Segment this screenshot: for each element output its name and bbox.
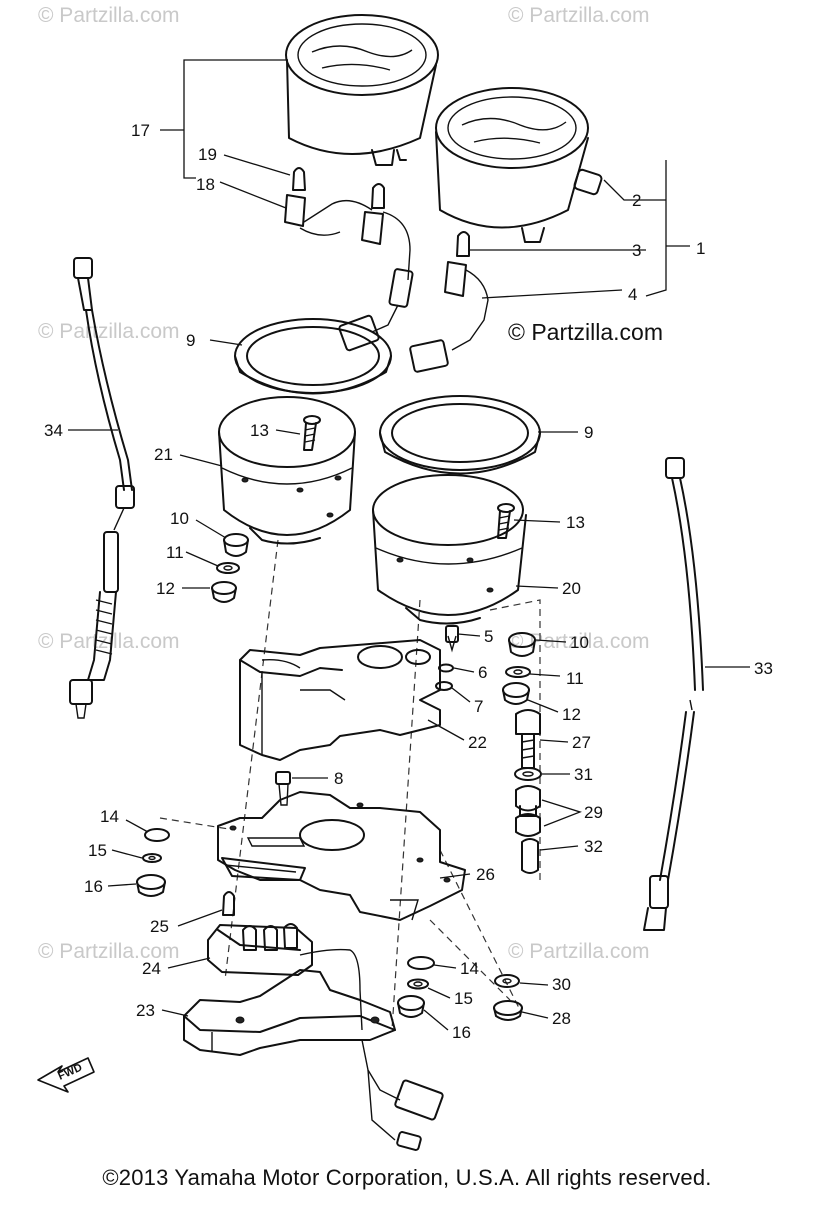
gauge-case-left bbox=[218, 396, 356, 545]
callout-9: 9 bbox=[186, 331, 195, 350]
meter-base-plate bbox=[217, 791, 466, 921]
callout-31: 31 bbox=[574, 765, 593, 784]
callout-24: 24 bbox=[142, 959, 161, 978]
callout-10: 10 bbox=[170, 509, 189, 528]
grommet-stack-lower-left bbox=[136, 828, 170, 897]
grommet-stack-lower-right bbox=[397, 956, 523, 1021]
callout-7: 7 bbox=[474, 697, 483, 716]
callout-numbers: 17 19 18 2 3 1 4 9 34 13 21 9 10 13 11 1… bbox=[44, 121, 773, 1042]
meter-lower-cover bbox=[183, 969, 444, 1151]
screws-13 bbox=[303, 415, 515, 539]
copyright-notice: ©2013 Yamaha Motor Corporation, U.S.A. A… bbox=[102, 1165, 712, 1190]
callout-12: 12 bbox=[156, 579, 175, 598]
callout-34: 34 bbox=[44, 421, 63, 440]
meter-bracket-upper bbox=[239, 639, 441, 761]
callout-23: 23 bbox=[136, 1001, 155, 1020]
callout-5: 5 bbox=[484, 627, 493, 646]
callout-27: 27 bbox=[572, 733, 591, 752]
callout-13: 13 bbox=[566, 513, 585, 532]
callout-32: 32 bbox=[584, 837, 603, 856]
watermark-text: © Partzilla.com bbox=[508, 630, 650, 653]
callout-1: 1 bbox=[696, 239, 705, 258]
callout-12: 12 bbox=[562, 705, 581, 724]
callout-29: 29 bbox=[584, 803, 603, 822]
callout-8: 8 bbox=[334, 769, 343, 788]
fwd-label: FWD bbox=[56, 1062, 84, 1083]
grommet-stack-left bbox=[211, 533, 249, 603]
forward-arrow-icon: FWD bbox=[37, 1057, 95, 1093]
callout-3: 3 bbox=[632, 241, 641, 260]
callout-11: 11 bbox=[166, 543, 184, 562]
assembly-guide-lines bbox=[159, 539, 541, 1031]
tachometer-cable bbox=[643, 457, 704, 931]
callout-15: 15 bbox=[454, 989, 473, 1008]
callout-4: 4 bbox=[628, 285, 637, 304]
callout-28: 28 bbox=[552, 1009, 571, 1028]
callout-25: 25 bbox=[150, 917, 169, 936]
callout-20: 20 bbox=[562, 579, 581, 598]
partzilla-brand-text: © Partzilla.com bbox=[508, 319, 663, 345]
indicator-light-assembly bbox=[207, 891, 363, 1031]
grommet-stack-right bbox=[502, 632, 536, 705]
callout-22: 22 bbox=[468, 733, 487, 752]
callout-15: 15 bbox=[88, 841, 107, 860]
callout-10: 10 bbox=[570, 633, 589, 652]
bulbs-and-sockets bbox=[284, 167, 489, 373]
gauge-case-right bbox=[372, 474, 527, 625]
watermark-text: © Partzilla.com bbox=[38, 4, 180, 27]
speedometer-gauge bbox=[435, 87, 603, 243]
callout-11: 11 bbox=[566, 669, 584, 688]
callout-30: 30 bbox=[552, 975, 571, 994]
callout-17: 17 bbox=[131, 121, 150, 140]
bolt-8 bbox=[275, 771, 291, 806]
callout-21: 21 bbox=[154, 445, 173, 464]
watermark-text: © Partzilla.com bbox=[508, 4, 650, 27]
watermark-text: © Partzilla.com bbox=[38, 320, 180, 343]
callout-14: 14 bbox=[100, 807, 119, 826]
callout-26: 26 bbox=[476, 865, 495, 884]
callout-14: 14 bbox=[460, 959, 479, 978]
callout-6: 6 bbox=[478, 663, 487, 682]
callout-16: 16 bbox=[84, 877, 103, 896]
gauge-gasket-left bbox=[234, 318, 392, 395]
tachometer-gauge bbox=[285, 14, 439, 166]
mount-bolt-stack bbox=[514, 709, 542, 874]
callout-16: 16 bbox=[452, 1023, 471, 1042]
callout-33: 33 bbox=[754, 659, 773, 678]
watermarks: © Partzilla.com © Partzilla.com © Partzi… bbox=[38, 4, 650, 963]
speedometer-cable bbox=[69, 257, 135, 719]
watermark-text: © Partzilla.com bbox=[38, 940, 180, 963]
callout-2: 2 bbox=[632, 191, 641, 210]
callout-9: 9 bbox=[584, 423, 593, 442]
watermark-text: © Partzilla.com bbox=[508, 940, 650, 963]
watermark-text: © Partzilla.com bbox=[38, 630, 180, 653]
callout-19: 19 bbox=[198, 145, 217, 164]
callout-13: 13 bbox=[250, 421, 269, 440]
leader-lines bbox=[68, 59, 750, 1031]
gauge-gasket-right bbox=[379, 395, 541, 475]
callout-18: 18 bbox=[196, 175, 215, 194]
